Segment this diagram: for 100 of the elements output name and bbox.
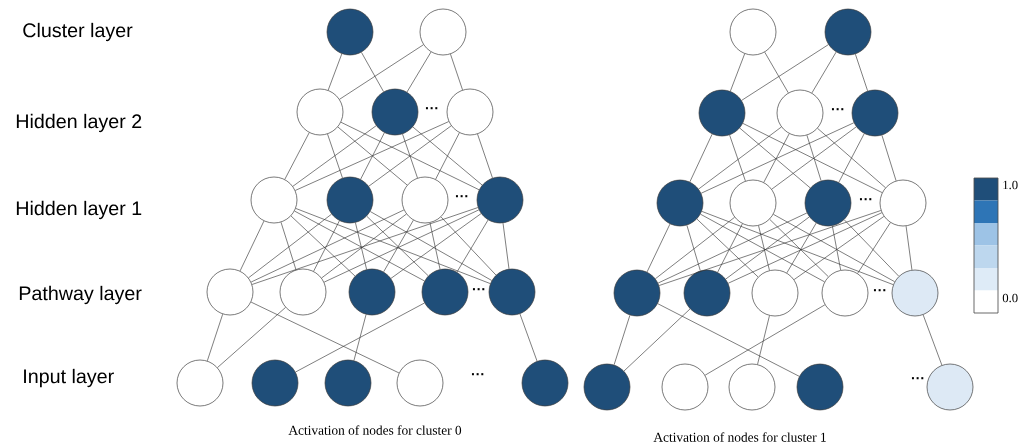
layer-name: Hidden layer 1 — [16, 200, 142, 220]
neuron-circle — [851, 89, 899, 137]
connection-line — [838, 133, 865, 183]
connection-line — [727, 212, 883, 284]
connection-line — [339, 44, 424, 100]
connection-line — [355, 222, 367, 270]
connection-line — [657, 303, 800, 377]
connection-line — [700, 122, 855, 194]
connection-line — [857, 222, 891, 274]
neuron-circle — [396, 359, 444, 407]
neuron-circle — [796, 363, 844, 411]
neuron-circle — [879, 179, 927, 227]
neuron-circle — [751, 269, 799, 317]
neuron-circle — [296, 88, 344, 136]
connection-line — [327, 133, 343, 179]
connection-line — [295, 121, 449, 191]
connection-line — [655, 217, 735, 279]
connection-line — [250, 209, 405, 283]
neuron-circle — [488, 268, 536, 316]
layer-name: Cluster layer — [23, 22, 133, 42]
connection-line — [361, 52, 384, 92]
neuron-circle — [891, 269, 939, 317]
connection-line — [321, 213, 407, 279]
neuron-circle — [446, 88, 494, 136]
connection-line — [353, 314, 367, 361]
connection-line — [366, 215, 429, 277]
ellipsis: ··· — [859, 198, 872, 201]
connection-line — [248, 213, 332, 279]
connection-line — [763, 133, 790, 183]
connection-line — [402, 133, 418, 179]
neuron-circle — [521, 359, 569, 407]
neuron-circle — [176, 359, 224, 407]
connection-line — [519, 313, 538, 362]
connection-line — [368, 125, 452, 187]
connection-line — [717, 223, 743, 273]
ellipsis: ··· — [873, 289, 886, 292]
connection-line — [698, 126, 782, 190]
connection-line — [700, 213, 825, 283]
neuron-circle — [348, 268, 396, 316]
connection-line — [390, 213, 482, 279]
connection-line — [729, 134, 746, 182]
neuron-circle — [324, 359, 372, 407]
connection-line — [757, 315, 770, 365]
layer-name: Hidden layer 2 — [16, 113, 142, 133]
connection-line — [280, 221, 297, 271]
connection-line — [337, 126, 408, 186]
neuron-circle — [419, 8, 467, 56]
neuron-circle — [583, 363, 631, 411]
neuron-circle — [250, 176, 298, 224]
neuron-circle — [926, 363, 974, 411]
neuron-circle — [728, 363, 776, 411]
connection-line — [704, 304, 826, 376]
connection-line — [843, 219, 900, 277]
neuron-circle — [776, 89, 824, 137]
neuron-circle — [698, 89, 746, 137]
neuron-circle — [371, 88, 419, 136]
connection-line — [793, 216, 885, 280]
ellipsis: ··· — [455, 195, 468, 198]
connection-line — [440, 216, 497, 276]
connection-line — [456, 219, 489, 273]
neuron-circle — [421, 268, 469, 316]
connection-line — [786, 222, 817, 274]
neuron-circle — [206, 268, 254, 316]
connection-line — [905, 225, 913, 271]
connection-line — [295, 208, 491, 284]
connection-line — [613, 314, 631, 366]
neuron-circle — [476, 176, 524, 224]
connection-line — [725, 216, 810, 280]
connection-line — [658, 210, 882, 286]
connection-line — [773, 214, 895, 282]
connection-line — [806, 135, 822, 182]
neuron-circle — [401, 176, 449, 224]
connection-line — [383, 219, 414, 273]
caption: Activation of nodes for cluster 0 — [288, 425, 462, 435]
connection-line — [406, 51, 432, 93]
connection-line — [689, 133, 713, 183]
connection-line — [239, 220, 265, 272]
ellipsis: ··· — [472, 288, 485, 291]
connection-line — [327, 53, 343, 91]
connection-line — [295, 302, 425, 373]
caption: Activation of nodes for cluster 1 — [653, 432, 826, 442]
connection-line — [360, 132, 385, 180]
neuron-circle — [821, 269, 869, 317]
neuron-circle — [683, 269, 731, 317]
connection-line — [771, 126, 857, 190]
connection-line — [686, 225, 701, 271]
neuron-circle — [279, 268, 327, 316]
connection-line — [758, 225, 770, 271]
connection-line — [284, 132, 310, 180]
ellipsis: ··· — [831, 108, 844, 111]
connection-line — [832, 225, 841, 271]
neuron-circle — [251, 359, 299, 407]
connection-line — [730, 53, 745, 92]
connection-line — [855, 53, 868, 92]
connection-line — [340, 121, 480, 191]
connection-line — [623, 308, 691, 372]
connection-line — [477, 133, 493, 179]
connection-line — [251, 207, 479, 285]
connection-line — [922, 314, 943, 366]
scale-label: 1.0 — [1003, 180, 1018, 190]
